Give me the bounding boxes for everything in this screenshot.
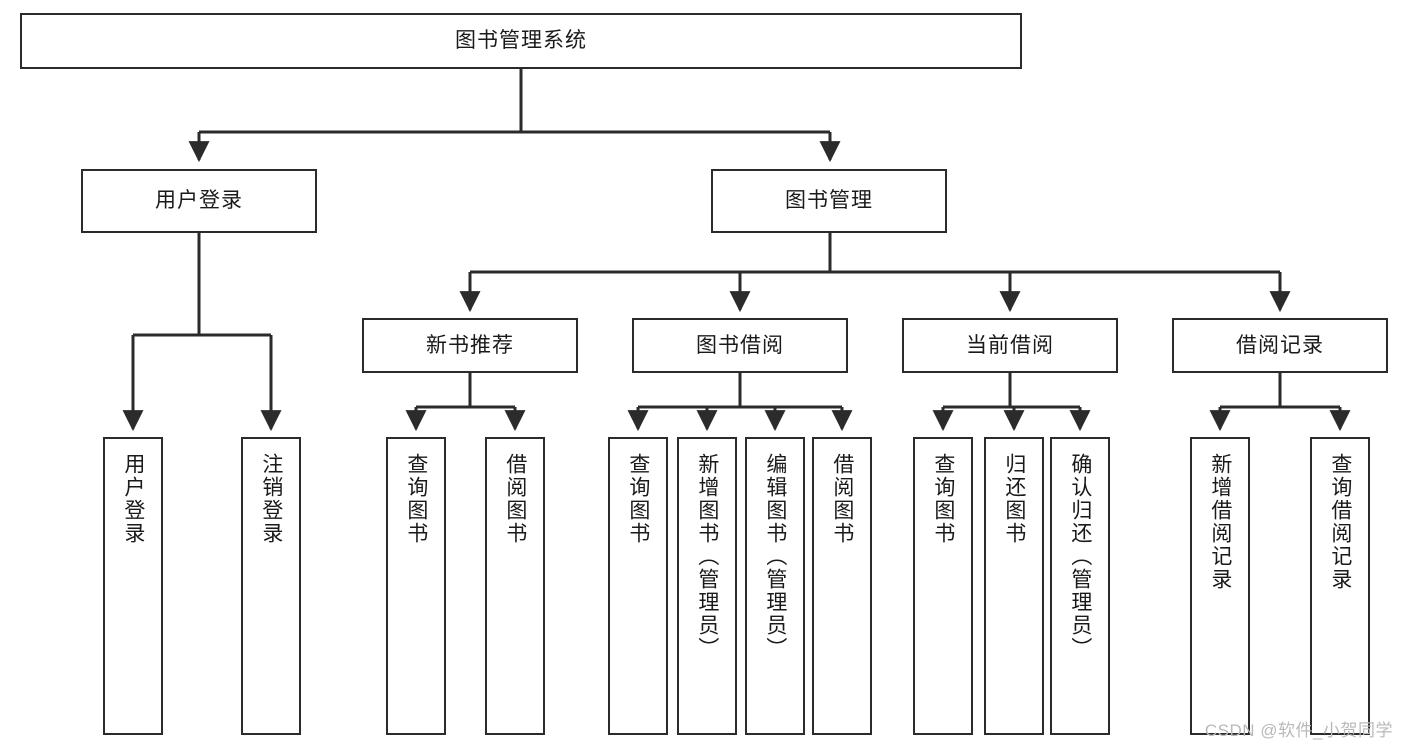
node-current-borrow[interactable]: 当前借阅 xyxy=(902,318,1118,373)
node-user-login[interactable]: 用户登录 xyxy=(81,169,317,233)
leaf-current-confirm-return[interactable]: 确认归还︵管理员︶ xyxy=(1050,437,1110,735)
node-root[interactable]: 图书管理系统 xyxy=(20,13,1022,69)
leaf-record-add-label: 新增借阅记录 xyxy=(1208,453,1232,591)
leaf-borrow-query[interactable]: 查询图书 xyxy=(608,437,668,735)
leaf-user-logout[interactable]: 注销登录 xyxy=(241,437,301,735)
leaf-borrow-edit-book[interactable]: 编辑图书︵管理员︶ xyxy=(745,437,805,735)
node-book-borrow-label: 图书借阅 xyxy=(696,333,784,357)
leaf-borrow-query-label: 查询图书 xyxy=(626,453,650,545)
leaf-user-login-label: 用户登录 xyxy=(121,453,145,545)
node-borrow-records[interactable]: 借阅记录 xyxy=(1172,318,1388,373)
leaf-current-return-label: 归还图书 xyxy=(1002,453,1026,545)
leaf-record-add[interactable]: 新增借阅记录 xyxy=(1190,437,1250,735)
watermark: CSDN @软件_小贺同学 xyxy=(1204,721,1393,740)
leaf-record-query[interactable]: 查询借阅记录 xyxy=(1310,437,1370,735)
leaf-newbook-borrow-label: 借阅图书 xyxy=(503,453,527,545)
node-book-management-label: 图书管理 xyxy=(785,189,873,213)
leaf-current-query-label: 查询图书 xyxy=(931,453,955,545)
node-current-borrow-label: 当前借阅 xyxy=(966,333,1054,357)
leaf-borrow-edit-book-label: 编辑图书︵管理员︶ xyxy=(763,453,787,660)
leaf-user-login[interactable]: 用户登录 xyxy=(103,437,163,735)
leaf-newbook-borrow[interactable]: 借阅图书 xyxy=(485,437,545,735)
leaf-borrow-add-book[interactable]: 新增图书︵管理员︶ xyxy=(677,437,737,735)
leaf-newbook-query-label: 查询图书 xyxy=(404,453,428,545)
node-borrow-records-label: 借阅记录 xyxy=(1236,333,1324,357)
leaf-record-query-label: 查询借阅记录 xyxy=(1328,453,1352,591)
leaf-borrow-add-book-label: 新增图书︵管理员︶ xyxy=(695,453,719,660)
node-new-book-recommend-label: 新书推荐 xyxy=(426,333,514,357)
leaf-current-confirm-return-label: 确认归还︵管理员︶ xyxy=(1068,453,1092,660)
node-new-book-recommend[interactable]: 新书推荐 xyxy=(362,318,578,373)
node-user-login-label: 用户登录 xyxy=(155,189,243,213)
node-book-borrow[interactable]: 图书借阅 xyxy=(632,318,848,373)
leaf-borrow-borrow-book-label: 借阅图书 xyxy=(830,453,854,545)
leaf-current-query[interactable]: 查询图书 xyxy=(913,437,973,735)
leaf-current-return[interactable]: 归还图书 xyxy=(984,437,1044,735)
leaf-newbook-query[interactable]: 查询图书 xyxy=(386,437,446,735)
node-book-management[interactable]: 图书管理 xyxy=(711,169,947,233)
node-root-label: 图书管理系统 xyxy=(455,29,587,53)
leaf-user-logout-label: 注销登录 xyxy=(259,453,283,545)
leaf-borrow-borrow-book[interactable]: 借阅图书 xyxy=(812,437,872,735)
